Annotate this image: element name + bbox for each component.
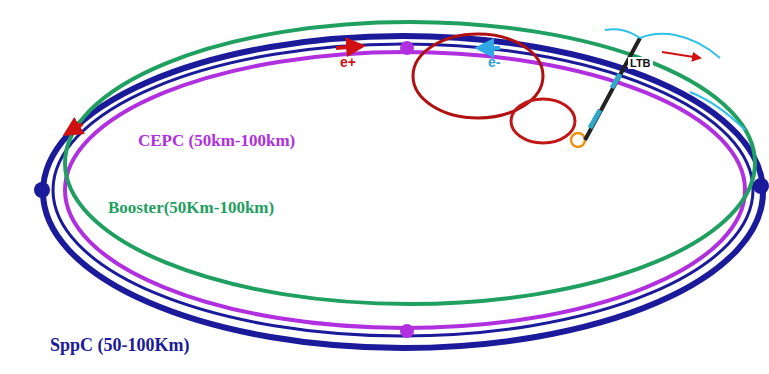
sppc-point	[34, 182, 50, 198]
sppc-ring-inner	[53, 44, 753, 336]
beam-label: e-	[486, 55, 502, 70]
transport-line	[605, 29, 640, 38]
cepc-point	[400, 324, 414, 338]
cepc-ring	[65, 52, 745, 328]
linac-section	[590, 110, 600, 128]
sppc-ring	[43, 36, 763, 348]
beam-label: e+	[338, 55, 358, 70]
transport-line	[640, 34, 720, 58]
cepc-point	[400, 41, 414, 55]
line-label: LTB	[628, 57, 653, 69]
beam-arrow	[66, 124, 82, 134]
sppc-point	[753, 178, 769, 194]
linac-section	[612, 74, 620, 88]
transport-line	[690, 92, 745, 130]
ring-label: Booster(50Km-100km)	[106, 199, 276, 218]
linac	[585, 38, 640, 140]
booster-ring	[65, 22, 755, 304]
source-ring	[571, 133, 585, 147]
ring-label: SppC (50-100Km)	[48, 336, 192, 356]
beam-arrow	[662, 52, 700, 58]
positron-ring	[511, 99, 575, 143]
positron-arrow	[336, 46, 362, 48]
ring-label: CEPC (50km-100km)	[136, 132, 297, 151]
electron-arrow	[478, 46, 500, 50]
damping-ring	[413, 34, 543, 118]
